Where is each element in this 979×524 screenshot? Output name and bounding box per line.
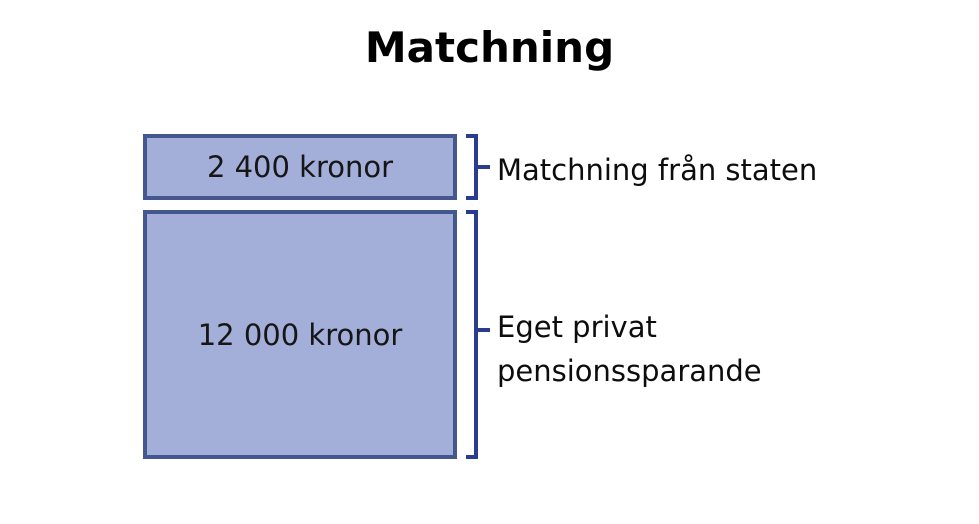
value-box-matching-amount: 2 400 kronor <box>206 150 394 184</box>
page-title: Matchning <box>364 23 615 72</box>
bracket-arm-top <box>466 210 478 214</box>
value-box-matching: 2 400 kronor <box>143 134 457 200</box>
value-box-private-amount: 12 000 kronor <box>197 317 403 352</box>
bracket-arm-top <box>466 134 478 138</box>
bracket-matching <box>466 134 490 200</box>
value-box-private: 12 000 kronor <box>143 210 457 459</box>
bracket-spine <box>474 210 478 459</box>
bracket-private <box>466 210 490 459</box>
bracket-tick <box>478 165 490 169</box>
bracket-tick <box>478 328 490 332</box>
label-matching: Matchning från staten <box>497 153 818 187</box>
bracket-arm-bottom <box>466 455 478 459</box>
label-private: Eget privat pensionssparande <box>497 310 762 388</box>
bracket-arm-bottom <box>466 196 478 200</box>
bracket-spine <box>474 134 478 200</box>
